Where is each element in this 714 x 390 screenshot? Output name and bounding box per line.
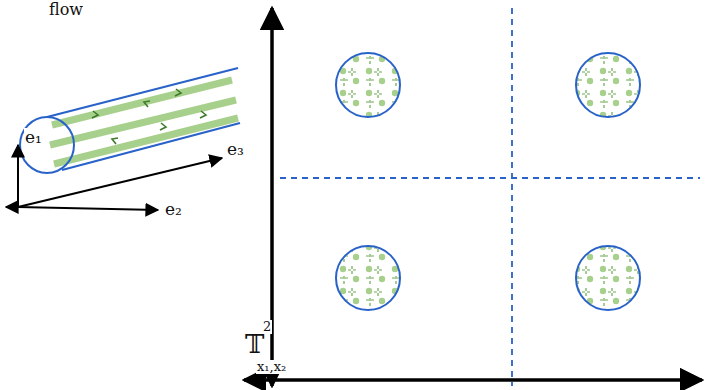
- plot-axes: [244, 8, 702, 386]
- flow-cross-sections: [336, 53, 640, 310]
- flow-cylinder: [20, 68, 240, 173]
- torus-exponent: 2: [262, 320, 272, 334]
- torus-coordinates: x₁,x₂: [256, 360, 287, 374]
- axis-name: e₂: [164, 200, 183, 219]
- cell-dividers: [280, 8, 700, 386]
- figure-heading: flow: [48, 1, 84, 19]
- axis-triad: [6, 145, 222, 210]
- axis-name: e₁: [24, 128, 43, 147]
- axis-name: e₃: [226, 140, 245, 159]
